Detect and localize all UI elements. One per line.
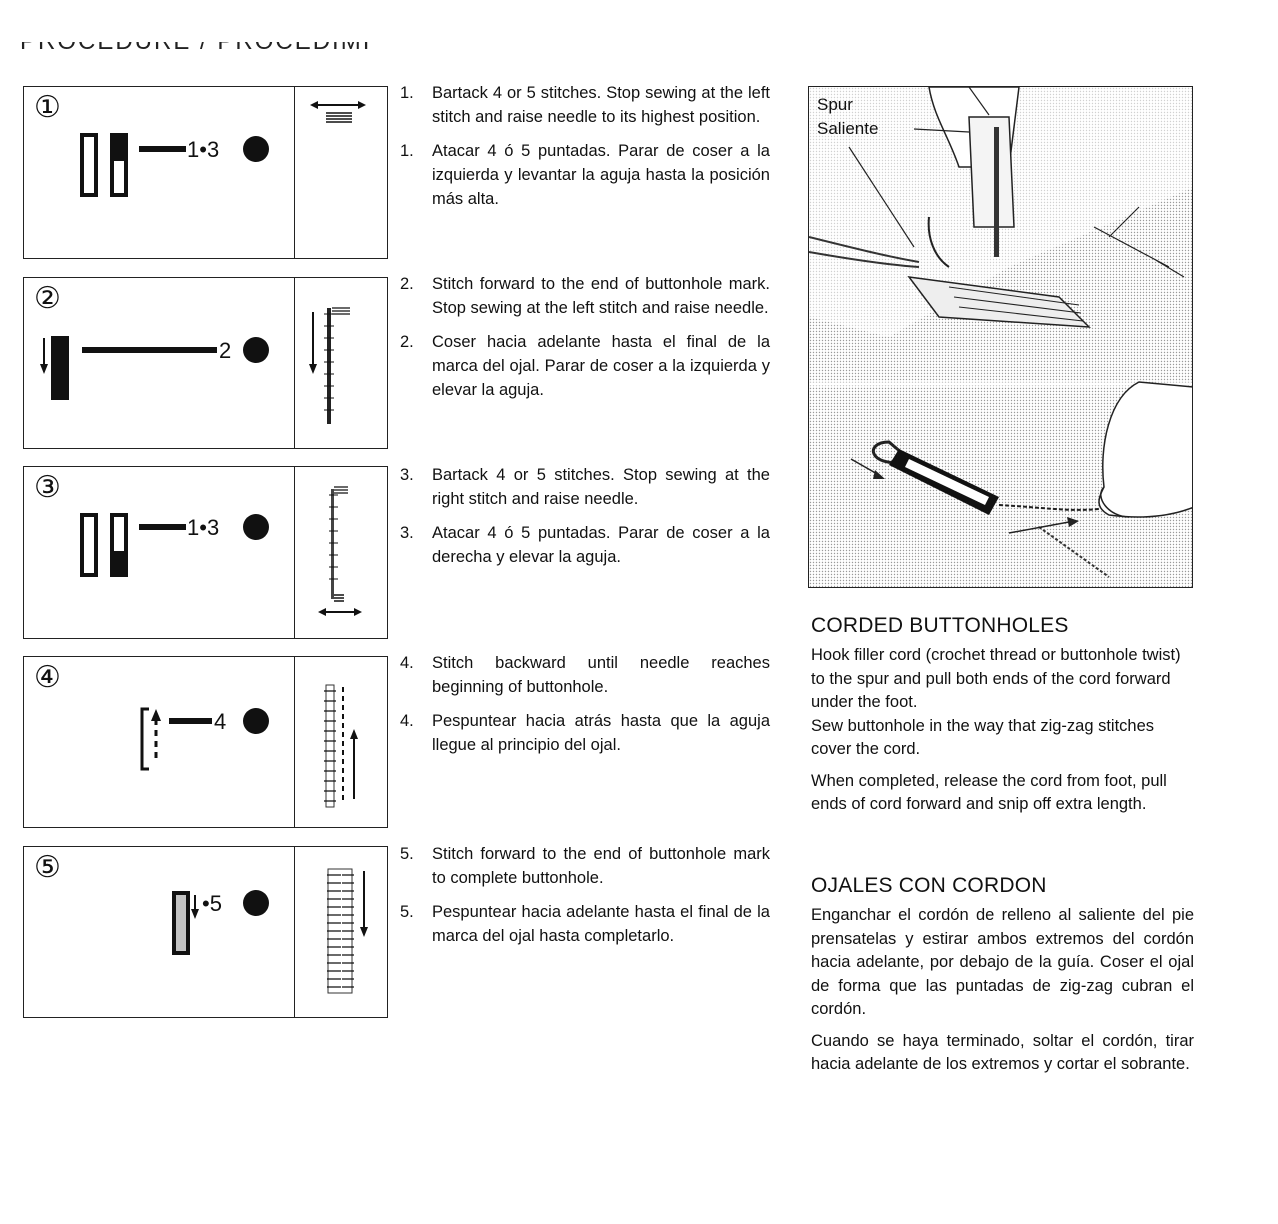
- dial-label-1: 1•3: [187, 137, 219, 162]
- step-number-3: ③: [34, 471, 61, 504]
- bartack-right-stitch-icon: [318, 486, 362, 616]
- instruction-es-4: 4. Pespuntear hacia atrás hasta que la ag…: [400, 709, 770, 757]
- instruction-text-es: Atacar 4 ó 5 puntadas. Parar de coser a …: [432, 142, 770, 208]
- instruction-number: 4.: [400, 654, 414, 672]
- instruction-step-3: 3. Bartack 4 or 5 stitches. Stop sewing a…: [400, 463, 770, 579]
- section-text: Enganchar el cordón de relleno al salien…: [811, 906, 1194, 1018]
- instruction-text-en: Stitch backward until needle reaches beg…: [432, 654, 770, 696]
- step-box-1: ① 1•3: [23, 86, 388, 259]
- forward-left-stitch-icon: [309, 307, 350, 424]
- instruction-en-3: 3. Bartack 4 or 5 stitches. Stop sewing a…: [400, 463, 770, 511]
- cut-off-page-title: PROCEDURE / PROCEDIMIENTO: [20, 42, 370, 56]
- instruction-number: 1.: [400, 84, 414, 102]
- step-divider: [294, 847, 295, 1017]
- dial-label-4: 4: [214, 709, 226, 734]
- step-divider: [294, 278, 295, 448]
- instruction-en-2: 2. Stitch forward to the end of buttonhol…: [400, 272, 770, 320]
- section-title-en: CORDED BUTTONHOLES: [811, 614, 1069, 637]
- step-box-2: ② 2: [23, 277, 388, 449]
- instruction-step-4: 4. Stitch backward until needle reaches b…: [400, 651, 770, 767]
- corded-buttonholes-section-es: OJALES CON CORDON Enganchar el cordón de…: [811, 874, 1194, 1085]
- presser-foot-drawing: [809, 87, 1192, 587]
- instruction-en-1: 1. Bartack 4 or 5 stitches. Stop sewing a…: [400, 81, 770, 129]
- instruction-text-es: Pespuntear hacia adelante hasta el final…: [432, 903, 770, 945]
- spur-label: Spur: [817, 95, 853, 114]
- instruction-text-en: Stitch forward to the end of buttonhole …: [432, 845, 770, 887]
- dial-label-5: •5: [202, 891, 222, 916]
- instruction-number: 5.: [400, 903, 414, 921]
- bartack-stitch-icon: [310, 101, 366, 123]
- buttonhole-dial-icon-2: 2: [40, 336, 269, 400]
- step-box-3: ③ 1•3: [23, 466, 388, 639]
- instruction-text-es: Coser hacia adelante hasta el final de l…: [432, 333, 770, 399]
- instruction-text-es: Pespuntear hacia atrás hasta que la aguj…: [432, 712, 770, 754]
- instruction-number: 5.: [400, 845, 414, 863]
- section-text: Cuando se haya terminado, soltar el cord…: [811, 1031, 1194, 1074]
- instruction-en-5: 5. Stitch forward to the end of buttonhol…: [400, 842, 770, 890]
- instruction-text-en: Bartack 4 or 5 stitches. Stop sewing at …: [432, 466, 770, 508]
- instruction-number: 2.: [400, 275, 414, 293]
- backward-stitch-icon: [324, 684, 358, 808]
- section-title-es: OJALES CON CORDON: [811, 874, 1047, 897]
- instruction-number: 3.: [400, 466, 414, 484]
- section-text: When completed, release the cord from fo…: [811, 771, 1167, 814]
- page-title-text: PROCEDURE / PROCEDIMIENTO: [20, 42, 370, 56]
- instruction-number: 2.: [400, 333, 414, 351]
- instruction-number: 3.: [400, 524, 414, 542]
- step-box-5: ⑤ •5: [23, 846, 388, 1018]
- instruction-number: 4.: [400, 712, 414, 730]
- buttonhole-dial-icon-1: 1•3: [80, 133, 269, 197]
- buttonhole-dial-icon-5: •5: [172, 890, 269, 955]
- section-text: Hook filler cord (crochet thread or butt…: [811, 646, 1181, 711]
- section-text: Sew buttonhole in the way that zig-zag s…: [811, 716, 1155, 759]
- instruction-es-3: 3. Atacar 4 ó 5 puntadas. Parar de coser …: [400, 521, 770, 569]
- instruction-step-2: 2. Stitch forward to the end of buttonhol…: [400, 272, 770, 412]
- corded-buttonholes-section-en: CORDED BUTTONHOLES Hook filler cord (cro…: [811, 614, 1194, 825]
- instruction-step-5: 5. Stitch forward to the end of buttonhol…: [400, 842, 770, 958]
- instruction-text-en: Stitch forward to the end of buttonhole …: [432, 275, 770, 317]
- step-divider: [294, 467, 295, 638]
- step-divider: [294, 87, 295, 258]
- step-divider: [294, 657, 295, 827]
- buttonhole-dial-icon-4: 4: [140, 707, 269, 771]
- dial-label-2: 2: [219, 338, 231, 363]
- buttonhole-dial-icon-3: 1•3: [80, 513, 269, 577]
- dial-label-3: 1•3: [187, 515, 219, 540]
- step-number-2: ②: [34, 282, 61, 315]
- step-number-4: ④: [34, 661, 61, 694]
- instruction-en-4: 4. Stitch backward until needle reaches b…: [400, 651, 770, 699]
- forward-right-stitch-icon: [327, 868, 368, 994]
- saliente-label: Saliente: [817, 119, 879, 138]
- step-number-5: ⑤: [34, 851, 61, 884]
- instruction-number: 1.: [400, 142, 414, 160]
- step-box-4: ④ 4: [23, 656, 388, 828]
- instruction-step-1: 1. Bartack 4 or 5 stitches. Stop sewing a…: [400, 81, 770, 221]
- instruction-es-2: 2. Coser hacia adelante hasta el final de…: [400, 330, 770, 402]
- instruction-text-es: Atacar 4 ó 5 puntadas. Parar de coser a …: [432, 524, 770, 566]
- instruction-es-1: 1. Atacar 4 ó 5 puntadas. Parar de coser …: [400, 139, 770, 211]
- corded-buttonhole-illustration: Spur Saliente: [808, 86, 1193, 588]
- instruction-es-5: 5. Pespuntear hacia adelante hasta el fin…: [400, 900, 770, 948]
- step-number-1: ①: [34, 91, 61, 124]
- instruction-text-en: Bartack 4 or 5 stitches. Stop sewing at …: [432, 84, 770, 126]
